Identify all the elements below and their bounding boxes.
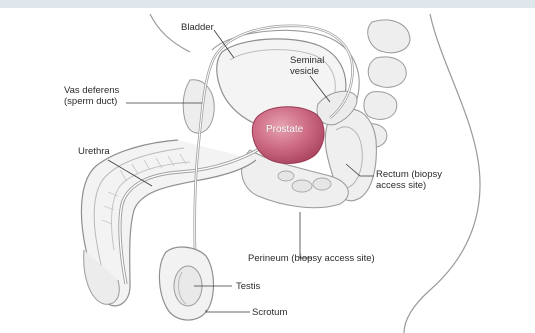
label-bladder: Bladder [181, 22, 214, 33]
prostate-shape [252, 107, 324, 164]
label-testis: Testis [236, 281, 260, 292]
leader-perineum [300, 212, 312, 258]
label-perineum: Perineum (biopsy access site) [248, 253, 375, 264]
label-rectum-line2: access site) [376, 180, 426, 191]
pubic-bone [183, 80, 214, 133]
label-prostate: Prostate [266, 124, 303, 135]
label-seminal-vesicle-line2: vesicle [290, 66, 319, 77]
label-seminal-vesicle-line1: Seminal [290, 55, 324, 66]
label-vas-deferens-line1: Vas deferens [64, 85, 119, 96]
leader-scrotum [206, 310, 250, 312]
label-vas-deferens-line2: (sperm duct) [64, 96, 117, 107]
label-urethra: Urethra [78, 146, 110, 157]
label-rectum-line1: Rectum (biopsy [376, 169, 442, 180]
label-scrotum: Scrotum [252, 307, 287, 318]
abdomen-outline [150, 14, 190, 52]
